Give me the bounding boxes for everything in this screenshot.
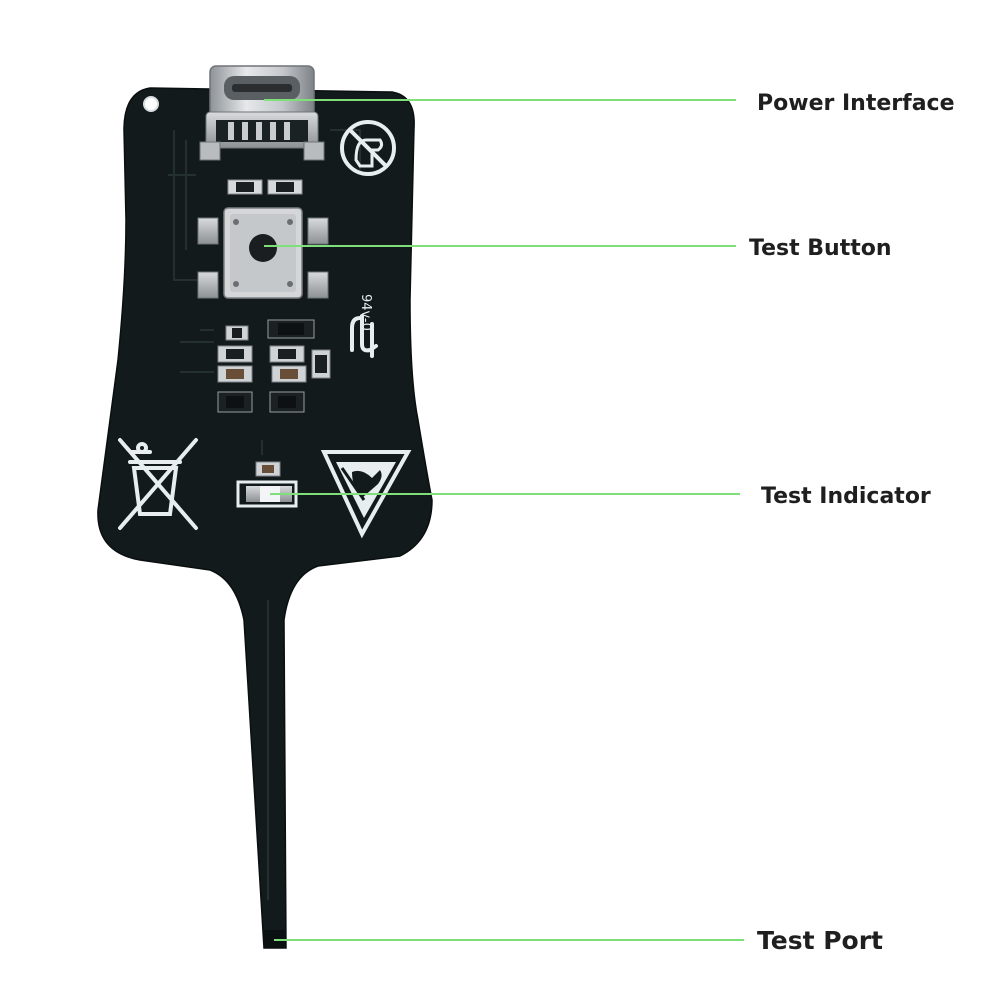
pcb-outline: [97, 87, 433, 949]
ul-mark: 94v-0: [350, 294, 378, 358]
button-cap[interactable]: [249, 234, 277, 262]
pcb-traces: [168, 129, 361, 900]
pcb-board: [97, 87, 433, 949]
label-test-port: Test Port: [757, 926, 884, 955]
usb-c-connector: [199, 65, 325, 161]
leader-lines: [264, 99, 744, 941]
mounting-hole: [143, 96, 159, 112]
no-hand-icon: [340, 120, 396, 176]
smd-components: [217, 319, 331, 413]
weee-bin-icon: [118, 438, 198, 530]
label-test-indicator: Test Indicator: [761, 484, 931, 509]
led-indicator: [236, 461, 298, 508]
label-power-interface: Power Interface: [757, 91, 955, 116]
label-test-button: Test Button: [749, 236, 892, 261]
resistor-pair: [227, 179, 303, 195]
tact-switch[interactable]: [197, 207, 329, 299]
